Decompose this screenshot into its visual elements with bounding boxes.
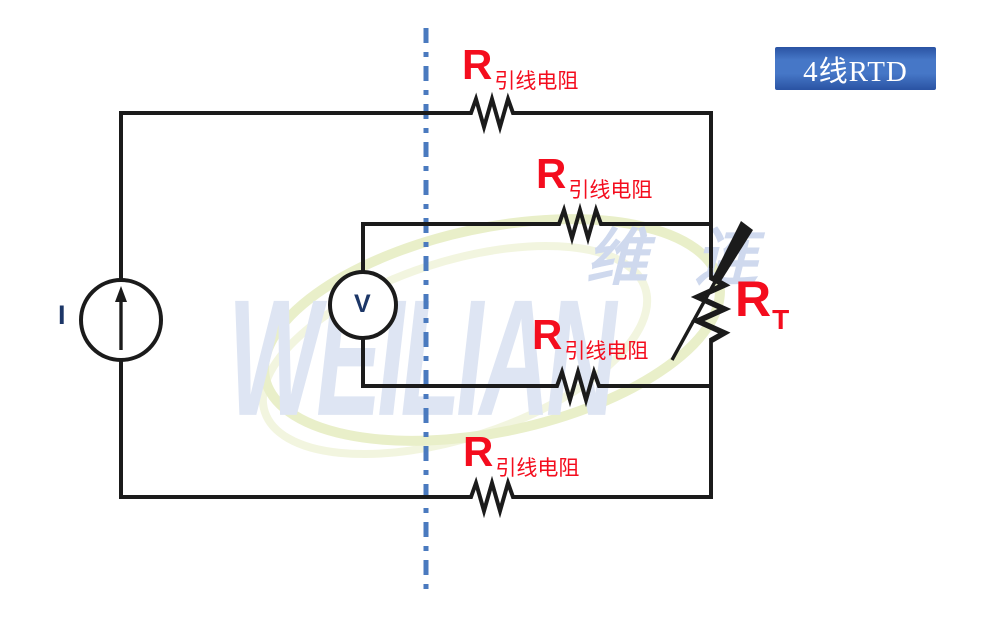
resistor-symbol-third (548, 370, 608, 402)
lead-resistance-label-bottom: R引线电阻 (463, 428, 579, 479)
resistor-subscript-text: 引线电阻 (495, 456, 580, 480)
current-arrowhead-icon (115, 286, 127, 302)
title-banner-text: 4线RTD (803, 55, 908, 88)
resistor-subscript-text: 引线电阻 (564, 339, 649, 363)
rtd-subscript-text: T (772, 304, 790, 335)
rtd-symbol-text: R (735, 271, 772, 327)
voltmeter-circle (328, 270, 398, 340)
rtd-arrowhead-icon (713, 221, 753, 281)
current-source-label: I (58, 300, 66, 330)
resistor-symbol-text: R (462, 41, 493, 88)
resistor-symbol-bottom (462, 481, 522, 513)
resistor-subscript-text: 引线电阻 (494, 69, 579, 93)
resistor-symbol-text: R (463, 428, 494, 475)
title-banner: 4线RTD (775, 47, 936, 90)
resistor-symbol-second (550, 208, 610, 240)
voltmeter-label: V (354, 290, 371, 318)
rtd-label: RT (735, 271, 789, 334)
resistor-symbol-top (462, 97, 522, 129)
resistor-symbol-text: R (536, 150, 567, 197)
resistor-symbol-text: R (532, 311, 563, 358)
watermark-latin-text: WEILIAN (228, 265, 617, 451)
rtd-arrow-icon (670, 279, 718, 361)
lead-resistance-label-third: R引线电阻 (532, 311, 648, 362)
resistor-subscript-text: 引线电阻 (568, 178, 653, 202)
lead-resistance-label-top: R引线电阻 (462, 41, 578, 92)
lead-resistance-label-second: R引线电阻 (536, 150, 652, 201)
circuit-wires (119, 111, 713, 499)
